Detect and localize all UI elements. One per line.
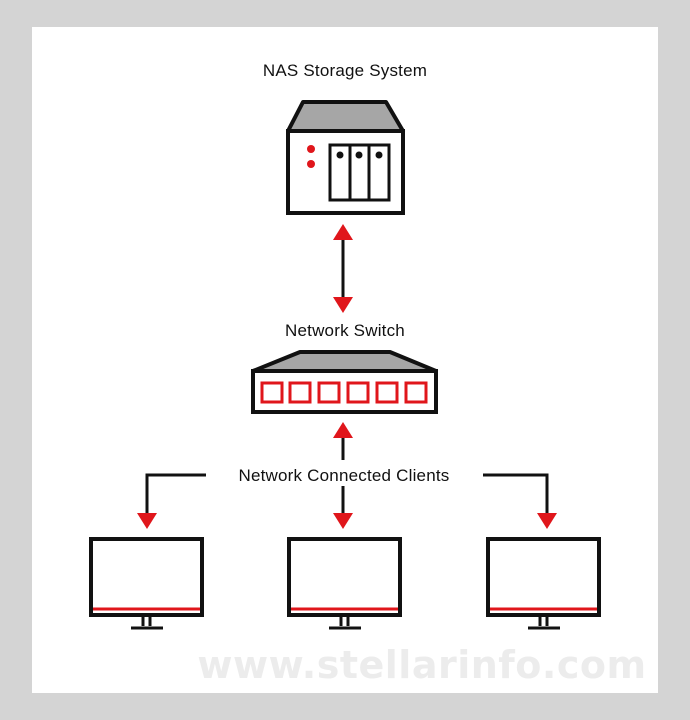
client-links bbox=[137, 473, 557, 529]
monitor-icon bbox=[486, 537, 601, 630]
switch-uplink-arrow bbox=[333, 422, 353, 460]
nas-icon bbox=[286, 100, 405, 215]
monitor-icon bbox=[89, 537, 204, 630]
network-switch-icon bbox=[251, 350, 438, 414]
nas-switch-link bbox=[333, 224, 353, 313]
clients-label: Network Connected Clients bbox=[239, 466, 450, 485]
nas-label: NAS Storage System bbox=[263, 61, 427, 80]
watermark: www.stellarinfo.com bbox=[197, 643, 646, 687]
monitor-icon bbox=[287, 537, 402, 630]
switch-label: Network Switch bbox=[285, 321, 405, 340]
